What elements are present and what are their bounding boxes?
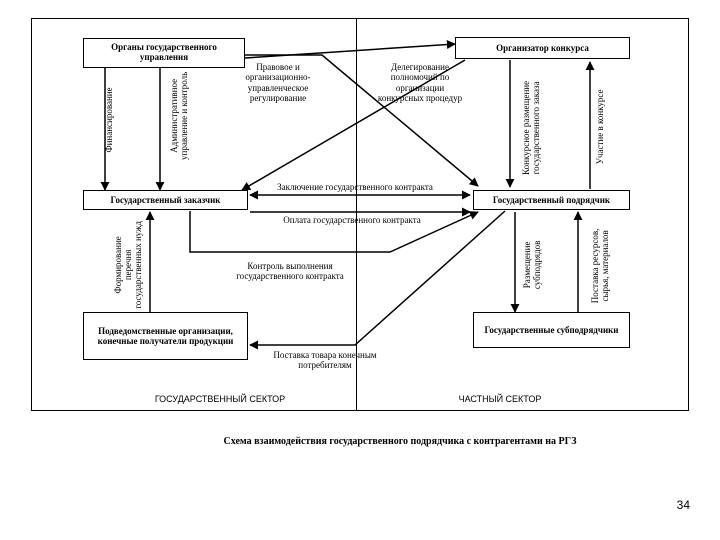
sub-placement-label: Размещение субподрядов [522, 240, 542, 290]
state-subcontractors-box: Государственные субподрядчики [473, 312, 630, 348]
contract-conclusion-label: Заключение государственного контракта [277, 182, 433, 192]
state-customer-label: Государственный заказчик [110, 194, 221, 205]
delegation-label: Делегирование полномочий по организации … [377, 62, 463, 104]
private-sector-label: ЧАСТНЫЙ СЕКТОР [458, 394, 542, 404]
execution-control-label: Контроль выполнения государственного кон… [236, 261, 344, 282]
subordinate-orgs-label: Подведомственные организации, конечные п… [97, 325, 234, 346]
gov-bodies-label: Органы государственного управления [111, 42, 217, 63]
legal-regulation-label: Правовое и организационно-управленческое… [245, 62, 311, 104]
contest-placement-label: Конкурсное размещение государственного з… [521, 80, 541, 175]
diagram-frame [31, 18, 689, 411]
state-customer-box: Государственный заказчик [83, 190, 248, 210]
resources-supply-label: Поставка ресурсов, сырья, материалов [590, 228, 610, 304]
contest-participation-label: Участие в конкурсе [595, 89, 606, 165]
gov-bodies-box: Органы государственного управления [83, 38, 245, 68]
forming-list-label: Формирование перечня государственных нуж… [113, 221, 143, 309]
contract-payment-label: Оплата государственного контракта [283, 215, 421, 225]
state-contractor-box: Государственный подрядчик [473, 190, 630, 210]
financing-label: Финансирование [104, 87, 115, 153]
figure-caption: Схема взаимодействия государственного по… [223, 436, 577, 447]
contest-organizer-label: Организатор конкурса [496, 42, 589, 53]
admin-control-label: Административное управление и контроль [169, 71, 189, 160]
state-contractor-label: Государственный подрядчик [492, 194, 611, 205]
public-sector-label: ГОСУДАРСТВЕННЫЙ СЕКТОР [154, 394, 286, 404]
subordinate-orgs-box: Подведомственные организации, конечные п… [83, 312, 248, 360]
sector-divider [356, 18, 357, 411]
contest-organizer-box: Организатор конкурса [455, 37, 630, 59]
goods-delivery-label: Поставка товара конечным потребителям [273, 350, 377, 371]
page-number: 34 [676, 498, 690, 512]
state-subcontractors-label: Государственные субподрядчики [484, 324, 619, 335]
